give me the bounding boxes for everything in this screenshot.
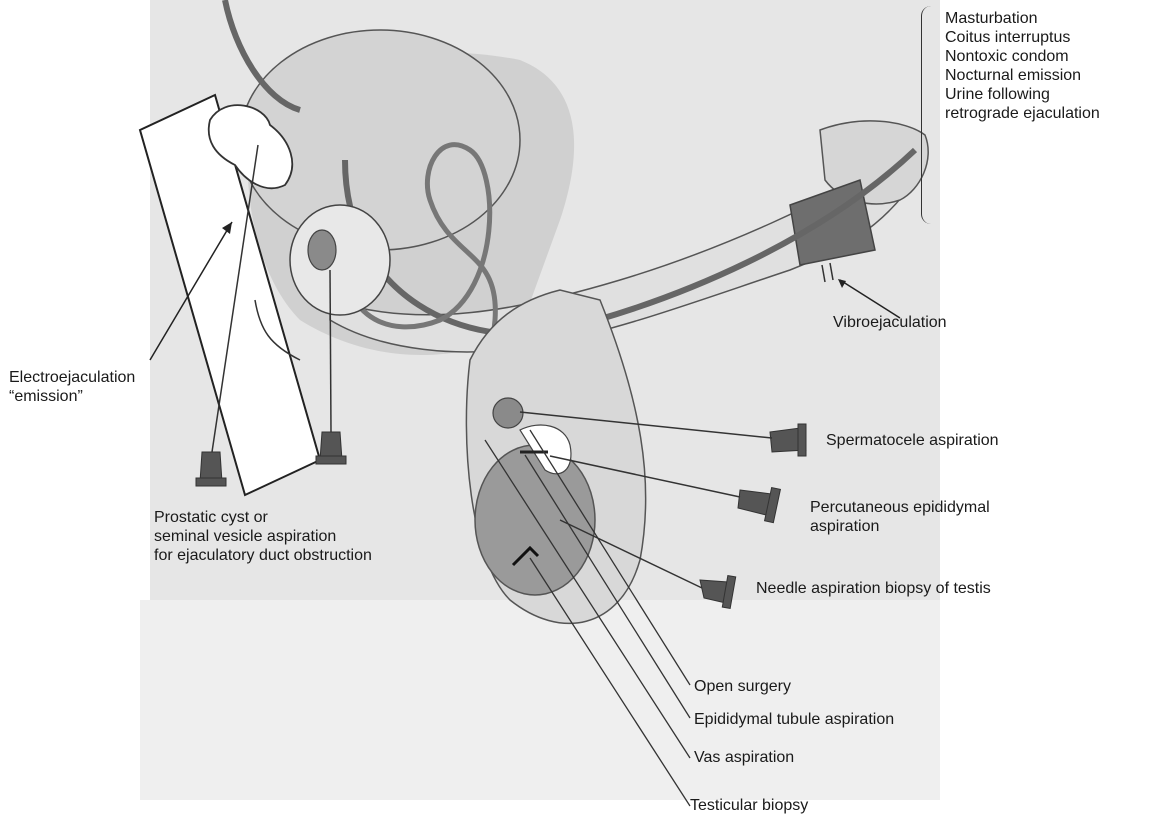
label-epididymal-tubule-aspiration: Epididymal tubule aspiration bbox=[694, 710, 894, 730]
label-prostatic-cyst: Prostatic cyst or seminal vesicle aspira… bbox=[154, 508, 372, 565]
needle-line-seminal bbox=[330, 270, 331, 432]
label-open-surgery: Open surgery bbox=[694, 677, 791, 697]
prostatic-cyst-line-1: Prostatic cyst or bbox=[154, 508, 372, 527]
prostatic-cyst-line-3: for ejaculatory duct obstruction bbox=[154, 546, 372, 565]
method-retrograde-ejaculation: retrograde ejaculation bbox=[945, 104, 1100, 123]
prostate bbox=[290, 205, 390, 315]
label-electroejaculation: Electroejaculation “emission” bbox=[9, 368, 135, 406]
electroejaculation-line-1: Electroejaculation bbox=[9, 368, 135, 387]
label-spermatocele-aspiration: Spermatocele aspiration bbox=[826, 431, 999, 451]
label-testicular-biopsy: Testicular biopsy bbox=[690, 796, 808, 816]
method-urine-following: Urine following bbox=[945, 85, 1100, 104]
electroejaculation-line-2: “emission” bbox=[9, 387, 135, 406]
method-masturbation: Masturbation bbox=[945, 9, 1100, 28]
label-vibroejaculation: Vibroejaculation bbox=[833, 313, 947, 333]
label-vas-aspiration: Vas aspiration bbox=[694, 748, 794, 768]
testis bbox=[475, 445, 595, 595]
background-lower-shade bbox=[140, 600, 940, 800]
method-nocturnal-emission: Nocturnal emission bbox=[945, 66, 1100, 85]
prostatic-cyst-line-2: seminal vesicle aspiration bbox=[154, 527, 372, 546]
collection-methods-bracket bbox=[921, 6, 936, 224]
label-percutaneous-epididymal: Percutaneous epididymal aspiration bbox=[810, 498, 990, 536]
method-coitus-interruptus: Coitus interruptus bbox=[945, 28, 1100, 47]
percutaneous-line-1: Percutaneous epididymal bbox=[810, 498, 990, 517]
method-nontoxic-condom: Nontoxic condom bbox=[945, 47, 1100, 66]
label-needle-aspiration-biopsy: Needle aspiration biopsy of testis bbox=[756, 579, 991, 599]
collection-methods-list: Masturbation Coitus interruptus Nontoxic… bbox=[945, 9, 1100, 123]
percutaneous-line-2: aspiration bbox=[810, 517, 990, 536]
spermatocele bbox=[493, 398, 523, 428]
prostatic-cyst bbox=[308, 230, 336, 270]
background-white-cut-left bbox=[0, 395, 150, 819]
